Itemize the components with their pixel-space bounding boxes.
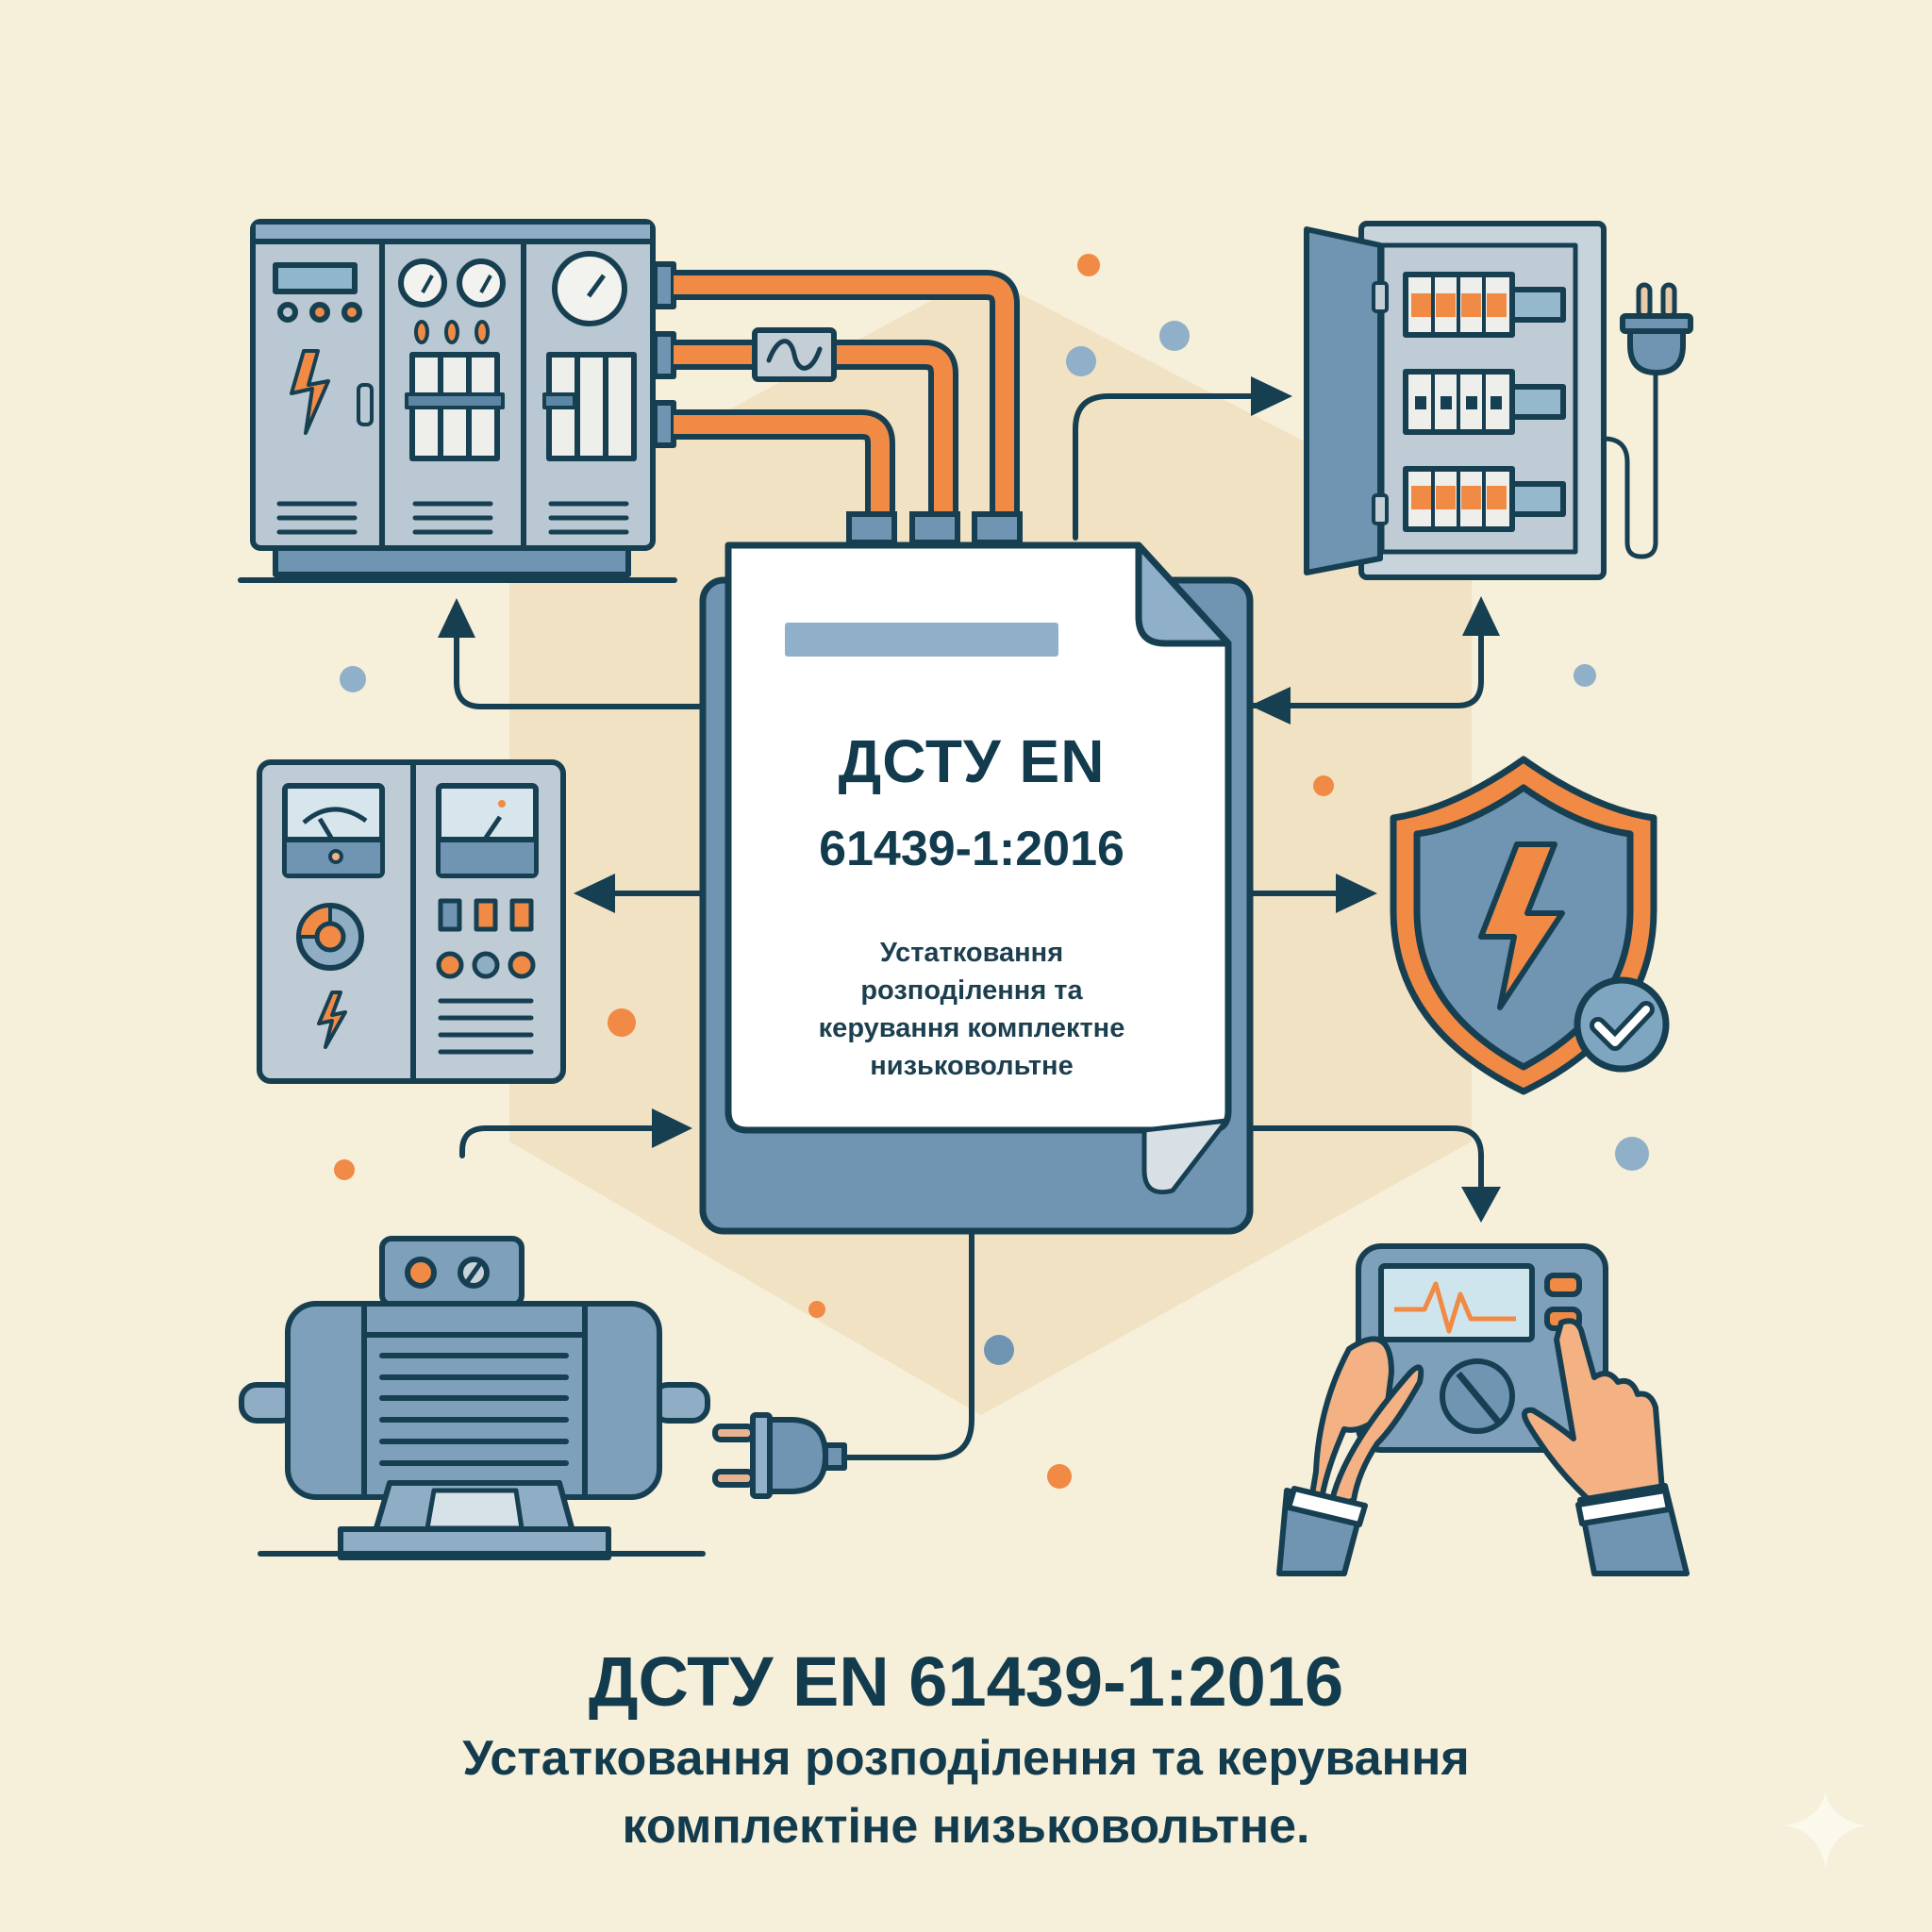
document-subtitle: Устатковання розподілення та керування к…: [726, 934, 1217, 1085]
standard-document-icon: [699, 541, 1254, 1235]
caption-title: ДСТУ EN 61439-1:2016: [588, 1642, 1344, 1721]
document-subtitle-line: керування комплектне: [818, 1013, 1125, 1043]
document-title-standard: ДСТУ EN: [838, 727, 1106, 795]
switchgear-cabinet-icon: [238, 219, 677, 583]
caption-description-line-2: комплектiне низьковольтне.: [622, 1799, 1310, 1854]
power-plug-icon-bottom: [712, 1412, 847, 1499]
sparkle-icon: [1783, 1792, 1868, 1868]
electric-motor-icon: [239, 1236, 710, 1560]
handheld-tester-icon: [1276, 1243, 1690, 1576]
shield-lightning-check-icon: [1390, 756, 1670, 1095]
document-subtitle-line: Устатковання: [879, 938, 1064, 968]
control-panel-icon: [257, 759, 566, 1084]
arrowheads: [438, 376, 1501, 1223]
document-subtitle-line: розподілення та: [860, 975, 1083, 1006]
decorative-dots: [334, 254, 1649, 1489]
distribution-board-icon: [1304, 221, 1693, 580]
power-plug-icon: [1620, 282, 1693, 375]
caption-description-line-1: Устатковання розподілення та керування: [462, 1731, 1470, 1786]
power-cables: [674, 270, 1023, 545]
document-subtitle-line: низьковольтне: [870, 1051, 1074, 1081]
connector-arrows: [454, 393, 1484, 1460]
caption: ДСТУ EN 61439-1:2016 Устатковання розпод…: [0, 1640, 1932, 1860]
document-title-number: 61439-1:2016: [819, 822, 1124, 876]
